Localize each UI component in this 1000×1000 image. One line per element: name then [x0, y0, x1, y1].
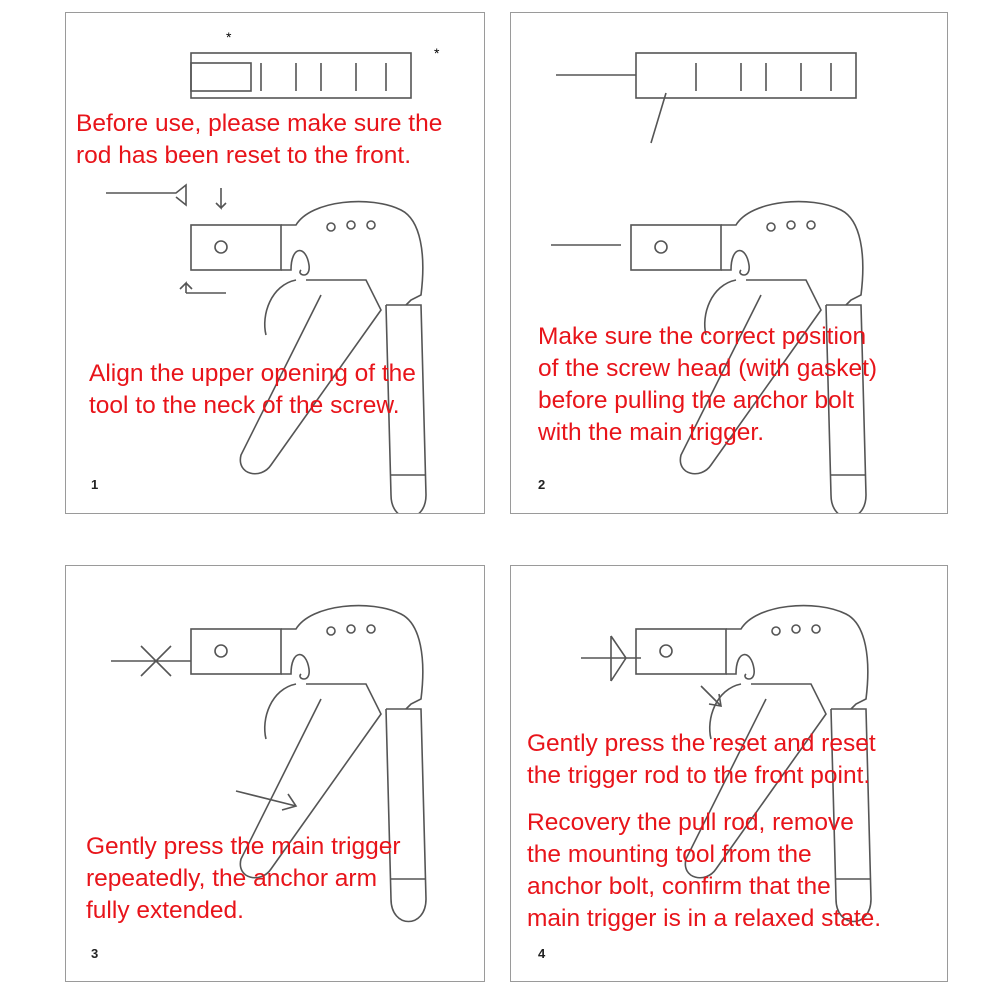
instruction-text: Gently press the reset and reset the tri…	[527, 728, 876, 792]
tool-illustration	[111, 604, 427, 923]
step-number: 1	[91, 477, 99, 492]
text-line: Recovery the pull rod, remove	[527, 809, 854, 836]
marker-star: *	[226, 29, 232, 45]
instruction-text: Gently press the main trigger repeatedly…	[86, 831, 401, 927]
step-number: 3	[91, 946, 99, 961]
instruction-text: Recovery the pull rod, remove the mounti…	[527, 807, 881, 935]
text-line: Gently press the reset and reset	[527, 730, 876, 757]
instruction-text: Before use, please make sure the rod has…	[76, 108, 442, 172]
text-line: repeatedly, the anchor arm	[86, 865, 377, 892]
text-line: anchor bolt, confirm that the	[527, 873, 831, 900]
step-panel-2: Make sure the correct position of the sc…	[510, 12, 948, 514]
text-line: Make sure the correct position	[538, 323, 867, 350]
step-panel-1: * * Before use, please make sure the rod…	[65, 12, 485, 514]
text-line: main trigger is in a relaxed state.	[527, 905, 882, 932]
marker-star: *	[434, 45, 440, 61]
instruction-text: Align the upper opening of the tool to t…	[89, 358, 416, 422]
text-line: the mounting tool from the	[527, 841, 812, 868]
step-panel-4: Gently press the reset and reset the tri…	[510, 565, 948, 982]
text-line: of the screw head (with gasket)	[538, 355, 878, 382]
tool-illustration	[106, 52, 427, 513]
text-line: fully extended.	[86, 897, 244, 924]
text-line: tool to the neck of the screw.	[89, 392, 400, 419]
instruction-text: Make sure the correct position of the sc…	[538, 321, 877, 449]
tool-illustration	[581, 604, 872, 923]
step-panel-3: Gently press the main trigger repeatedly…	[65, 565, 485, 982]
text-line: before pulling the anchor bolt	[538, 387, 854, 414]
tool-illustration	[551, 52, 867, 513]
text-line: with the main trigger.	[538, 419, 765, 446]
step-number: 4	[538, 946, 546, 961]
text-line: rod has been reset to the front.	[76, 142, 412, 169]
step-number: 2	[538, 477, 546, 492]
text-line: the trigger rod to the front point.	[527, 762, 871, 789]
text-line: Gently press the main trigger	[86, 833, 401, 860]
text-line: Before use, please make sure the	[76, 110, 443, 137]
text-line: Align the upper opening of the	[89, 360, 416, 387]
